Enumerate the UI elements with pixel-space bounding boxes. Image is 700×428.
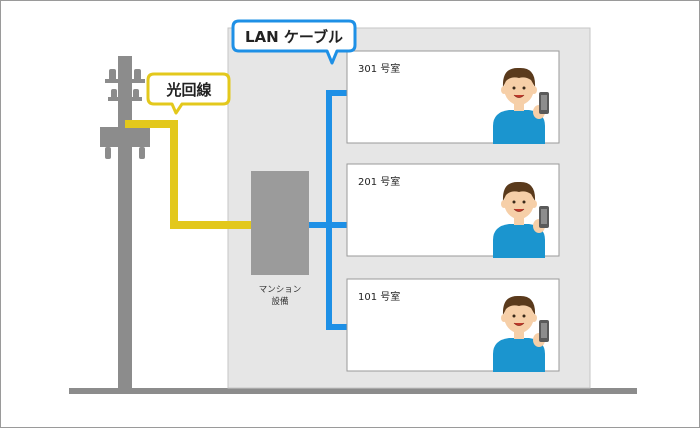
room-101-label: 101 号室 — [358, 290, 400, 303]
fiber-line — [125, 120, 251, 229]
room-201-label: 201 号室 — [358, 175, 400, 188]
lan-callout-label: LAN ケーブル — [245, 28, 343, 46]
fiber-callout: 光回線 — [146, 72, 231, 115]
room-301-label: 301 号室 — [358, 62, 400, 75]
equipment-label-line1: マンション — [259, 285, 302, 295]
utility-pole — [100, 56, 150, 391]
lan-cable-lines — [309, 90, 349, 330]
fiber-callout-label: 光回線 — [165, 81, 211, 99]
lan-callout: LAN ケーブル — [231, 19, 357, 65]
mansion-equipment-box — [251, 171, 309, 275]
ground-line — [69, 388, 637, 394]
equipment-label-line2: 設備 — [271, 296, 289, 307]
